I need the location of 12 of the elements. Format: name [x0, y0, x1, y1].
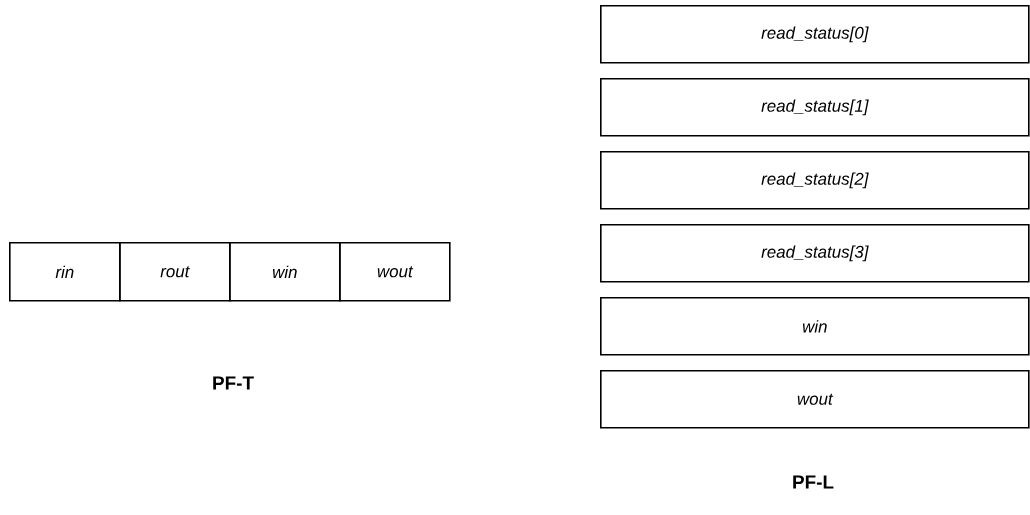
caption: PF-T: [213, 376, 254, 390]
field-box: read_status[3]: [600, 224, 1030, 283]
field-cell: rin: [9, 242, 121, 302]
field-box: win: [600, 297, 1030, 356]
field-box: read_status[0]: [600, 5, 1030, 64]
field-cell: rout: [119, 242, 231, 302]
field-box: read_status[2]: [600, 151, 1030, 210]
field-cell: wout: [339, 242, 451, 302]
caption: PF-L: [793, 475, 834, 489]
field-box: wout: [600, 370, 1030, 429]
field-box: read_status[1]: [600, 78, 1030, 137]
field-cell: win: [229, 242, 341, 302]
